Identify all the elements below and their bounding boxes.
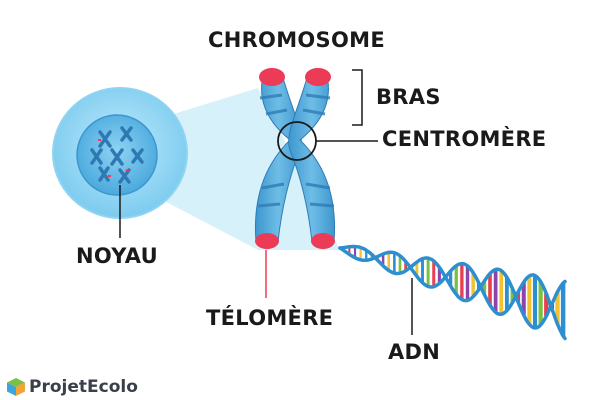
arm-label: BRAS [376,85,441,109]
nucleus [52,87,188,238]
cube-icon [7,378,25,396]
projetecolo-logo: ProjetEcolo [6,376,138,398]
chromosome-label: CHROMOSOME [208,28,385,52]
chromosome [254,68,378,298]
dna-helix [338,244,567,341]
telomere-label: TÉLOMÈRE [206,306,334,330]
dna-strand-b [338,244,567,330]
dna-label: ADN [388,340,441,364]
dna-strand-a [338,246,567,341]
arm-bracket [352,69,363,126]
nucleus-label: NOYAU [76,244,159,268]
mini-chromosomes [90,126,144,184]
centromere-label: CENTROMÈRE [382,127,547,151]
telomeres [255,68,335,249]
logo-text: ProjetEcolo [29,377,138,397]
